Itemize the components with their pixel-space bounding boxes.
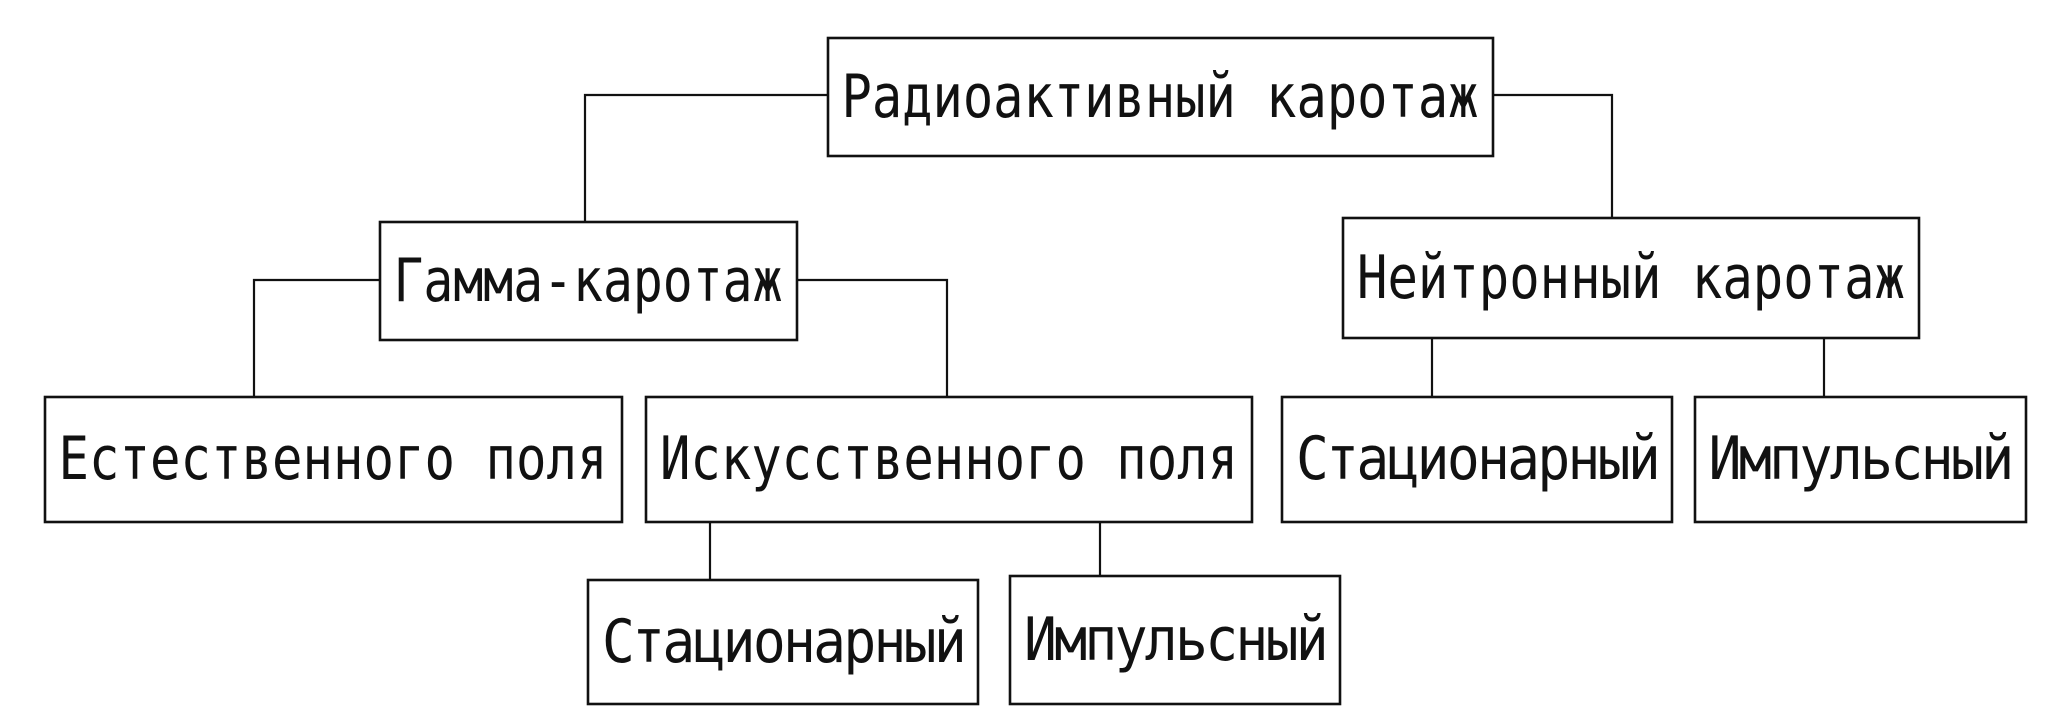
node-radioactive-logging: Радиоактивный каротаж — [826, 36, 1495, 158]
node-gamma-stationary: Стационарный — [586, 578, 980, 706]
connector-gamma-to-natural — [252, 278, 380, 397]
node-neutron-stationary: Стационарный — [1280, 395, 1674, 524]
connectors — [252, 93, 1826, 580]
node-label: Естественного поля — [59, 424, 608, 494]
node-label: Стационарный — [1296, 424, 1658, 494]
node-label: Импульсный — [1024, 605, 1326, 675]
node-natural-field: Естественного поля — [43, 395, 624, 524]
node-neutron-pulsed: Импульсный — [1693, 395, 2028, 524]
connector-gamma-to-artificial — [797, 278, 949, 397]
node-label: Импульсный — [1709, 424, 2012, 494]
node-neutron-logging: Нейтронный каротаж — [1341, 216, 1921, 340]
node-gamma-pulsed: Импульсный — [1008, 574, 1342, 706]
node-label: Стационарный — [602, 607, 964, 677]
node-label: Искусственного поля — [660, 424, 1238, 494]
node-label: Нейтронный каротаж — [1357, 243, 1905, 313]
connector-root-to-gamma — [583, 93, 828, 222]
node-gamma-logging: Гамма-каротаж — [378, 220, 799, 342]
node-artificial-field: Искусственного поля — [644, 395, 1254, 524]
node-label: Радиоактивный каротаж — [842, 62, 1479, 132]
connector-root-to-neutron — [1493, 93, 1614, 218]
node-label: Гамма-каротаж — [394, 246, 783, 316]
